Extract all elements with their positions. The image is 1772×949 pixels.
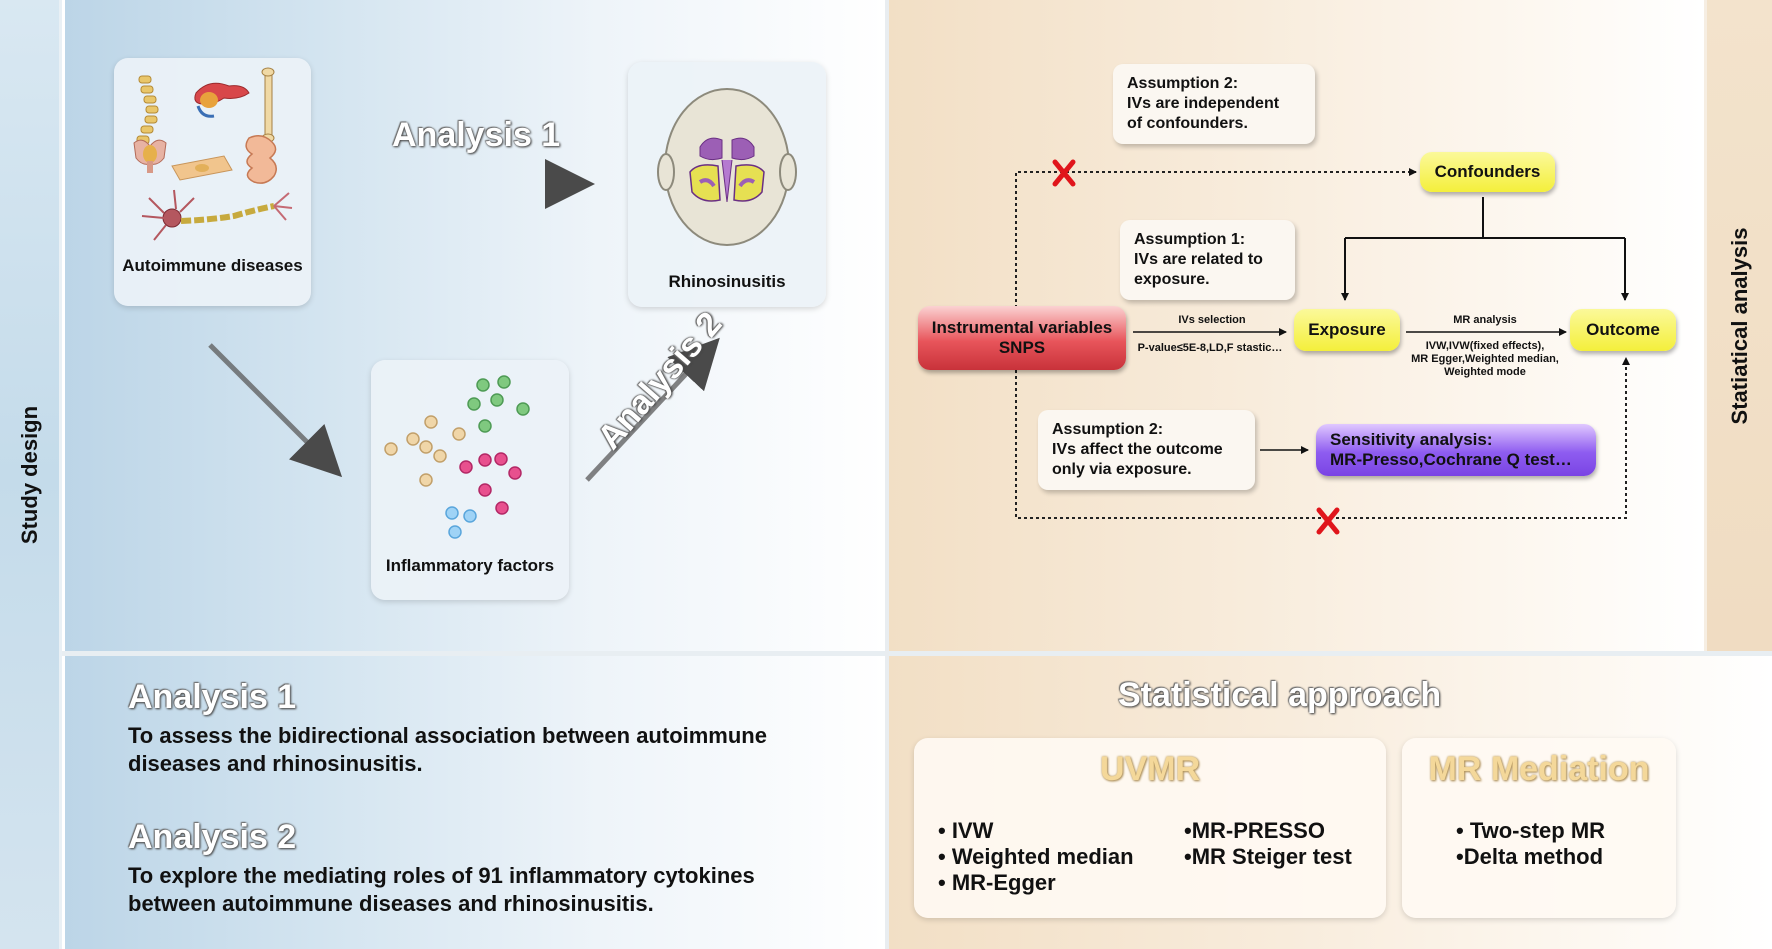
assumption1-exposure-note: Assumption 1: IVs are related to exposur… [1120,220,1295,300]
instrumental-variables-node: Instrumental variables SNPS [918,306,1126,370]
study-design-sidebar: Study design [0,0,62,949]
dotted-iv-to-confounders [1015,168,1417,308]
reproductive-icon [133,139,167,173]
uvmr-list-1: • IVW • Weighted median • MR-Egger [938,818,1134,895]
pink-dots [459,452,522,515]
confounders-node: Confounders [1420,152,1555,192]
mr-mediation-list: • Two-step MR •Delta method [1456,818,1606,869]
skull-icon [657,88,797,246]
rhinosinusitis-card: Rhinosinusitis [628,62,826,307]
mr-methods-label: IVW,IVW(fixed effects), MR Egger,Weighte… [1411,340,1559,378]
arrow-to-inflammatory [208,343,343,478]
statistical-approach-title: Statistical approach [1118,676,1442,714]
inflammatory-card: Inflammatory factors [371,360,569,600]
autoimmune-label: Autoimmune diseases [122,256,303,275]
cross-icon [1316,507,1340,535]
mr-mediation-title: MR Mediation [1428,750,1650,788]
organ-icons [133,67,293,241]
neuron-icon [141,189,293,241]
analysis2-title: Analysis 2 [128,818,297,856]
confounders-branches [1344,197,1626,298]
ivs-selection-label: IVs selection [1178,314,1246,326]
study-design-label: Study design [16,405,42,544]
ivs-criteria-label: P-value≤5E-8,LD,F stastic… [1137,342,1283,354]
vertical-divider [885,0,889,949]
spine-icon [136,75,159,145]
cross-icon [1052,159,1076,187]
tan-dots [384,415,466,487]
green-dots [467,375,530,433]
rhinosinusitis-label: Rhinosinusitis [668,272,786,291]
mr-connectors [1015,159,1630,535]
statistical-analysis-label: Statiatical analysis [1726,227,1752,425]
uvmr-list-2: •MR-PRESSO •MR Steiger test [1184,818,1352,869]
assumption2-outcome-note: Assumption 2: IVs affect the outcome onl… [1038,410,1255,490]
autoimmune-card: Autoimmune diseases [114,58,311,306]
mr-analysis-label: MR analysis [1453,314,1517,326]
intestine-icon [245,135,277,184]
analysis1-arrow-label: Analysis 1 [392,116,561,154]
exposure-node: Exposure [1294,309,1400,351]
sensitivity-analysis-node: Sensitivity analysis: MR-Presso,Cochrane… [1316,424,1596,476]
horizontal-divider [62,651,1772,656]
skin-icon [171,155,233,181]
mr-mediation-card: MR Mediation • Two-step MR •Delta method [1402,738,1676,918]
study-arrows [208,159,720,482]
outcome-node: Outcome [1570,309,1676,351]
assumption2-confounders-note: Assumption 2: IVs are independent of con… [1113,64,1315,144]
analysis2-description: To explore the mediating roles of 91 inf… [128,863,755,916]
blue-dots [445,506,477,539]
uvmr-title: UVMR [1099,750,1201,788]
analysis1-description: To assess the bidirectional association … [128,723,767,776]
uvmr-card: UVMR • IVW • Weighted median • MR-Egger … [914,738,1386,918]
arrow-analysis2 [585,337,720,482]
cytokine-dots [384,375,530,539]
inflammatory-label: Inflammatory factors [385,556,555,575]
statistical-analysis-sidebar: Statiatical analysis [1704,0,1772,652]
sinus-icon [689,137,765,203]
analyses-panel [65,656,885,949]
analysis1-title: Analysis 1 [128,678,297,716]
pancreas-icon [194,82,250,118]
dotted-iv-to-outcome [1015,357,1630,519]
